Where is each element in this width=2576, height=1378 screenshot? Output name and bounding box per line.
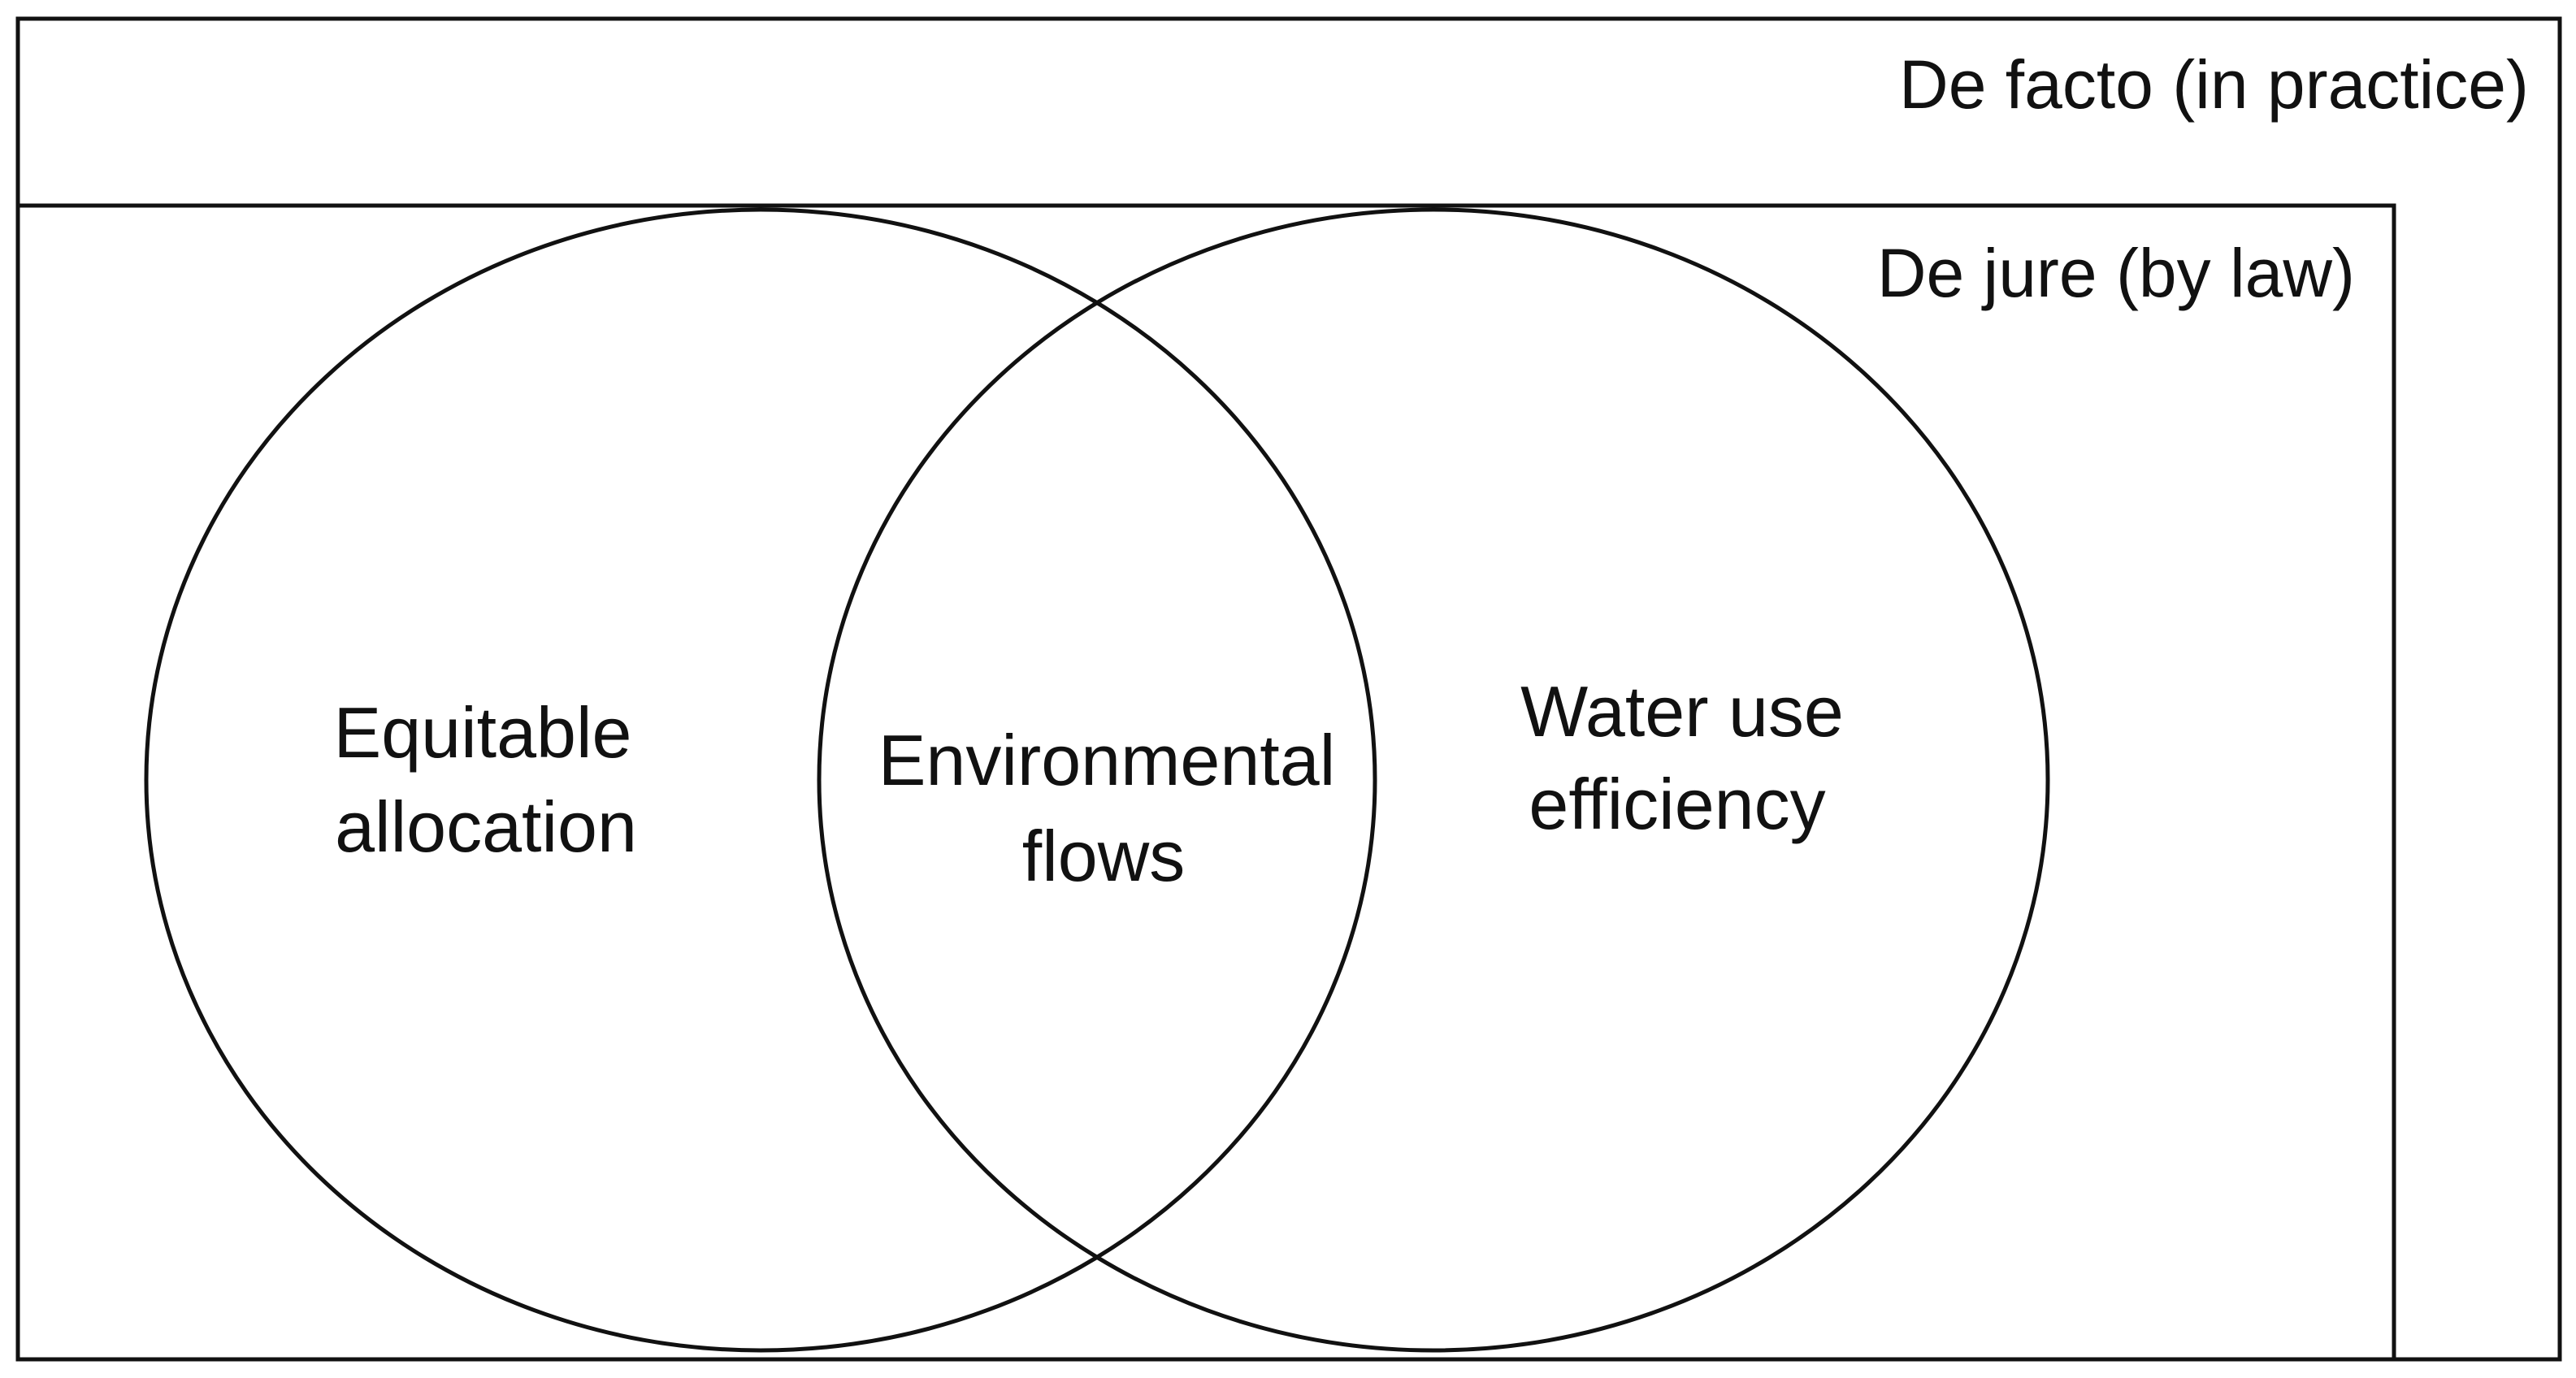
water-use-efficiency-circle xyxy=(817,207,2050,1353)
equitable-allocation-circle xyxy=(144,207,1377,1353)
de-jure-box xyxy=(15,203,2396,1362)
environmental-flows-label-line1: Environmental xyxy=(878,720,1336,800)
de-facto-box xyxy=(15,16,2562,1362)
water-use-efficiency-label-line2: efficiency xyxy=(1529,764,1825,844)
water-use-efficiency-label-line1: Water use xyxy=(1520,671,1844,752)
equitable-allocation-label-line1: Equitable xyxy=(334,692,632,773)
equitable-allocation-label-line2: allocation xyxy=(335,786,637,867)
de-facto-label: De facto (in practice) xyxy=(1899,46,2529,123)
environmental-flows-label-line2: flows xyxy=(1022,816,1186,896)
de-jure-label: De jure (by law) xyxy=(1877,235,2355,311)
